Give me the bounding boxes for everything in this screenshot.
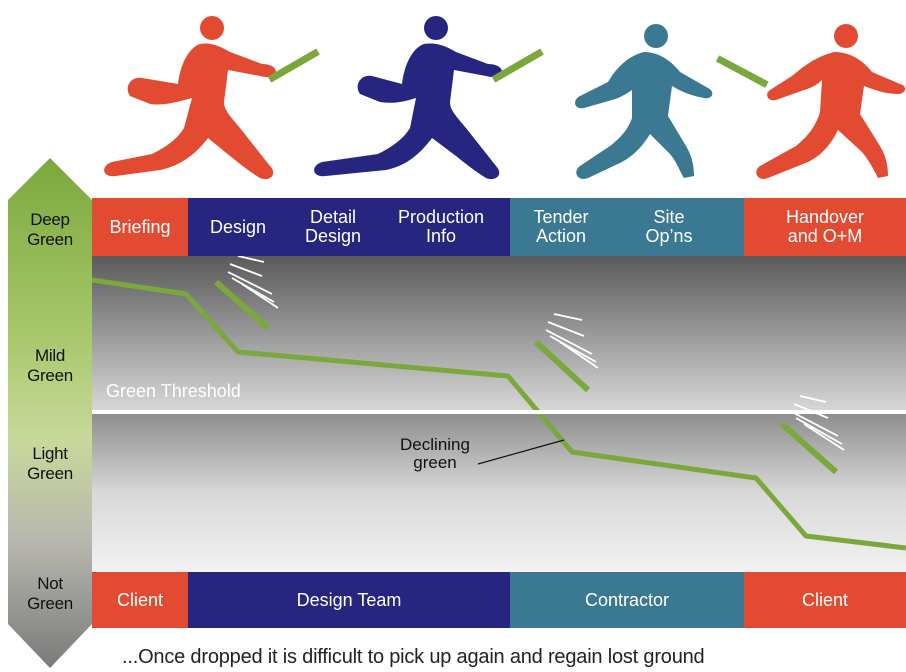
owner-contractor: Contractor (510, 572, 744, 628)
declining-green-chart (92, 256, 906, 572)
below-threshold-zone (92, 414, 906, 572)
footer-caption: ...Once dropped it is difficult to pick … (122, 646, 705, 668)
phase-group-design-team (188, 198, 510, 256)
owner-design-team: Design Team (188, 572, 510, 628)
relay-runners (104, 16, 906, 180)
phase-design: Design (209, 216, 267, 237)
phase-briefing: Briefing (92, 198, 188, 256)
callout-leader (477, 439, 565, 465)
green-threshold-line (92, 410, 906, 414)
baton-drop-icon (214, 256, 279, 331)
owner-client-end: Client (744, 572, 906, 628)
green-threshold-label: Green Threshold (106, 381, 241, 401)
owner-client-start: Client (92, 572, 188, 628)
runner-contractor-icon (575, 24, 713, 179)
runner-client-receiving-icon (756, 24, 906, 179)
baton-icon (715, 55, 769, 88)
baton-icon (491, 48, 544, 83)
baton-drop-icon (533, 313, 599, 393)
above-threshold-zone (92, 256, 906, 412)
runner-client-icon (104, 16, 276, 180)
green-scale-arrow (8, 158, 92, 668)
declining-green-line (92, 277, 906, 551)
runner-design-team-icon (314, 16, 502, 180)
baton-icon (267, 48, 320, 83)
phase-group-contractor (510, 198, 744, 256)
